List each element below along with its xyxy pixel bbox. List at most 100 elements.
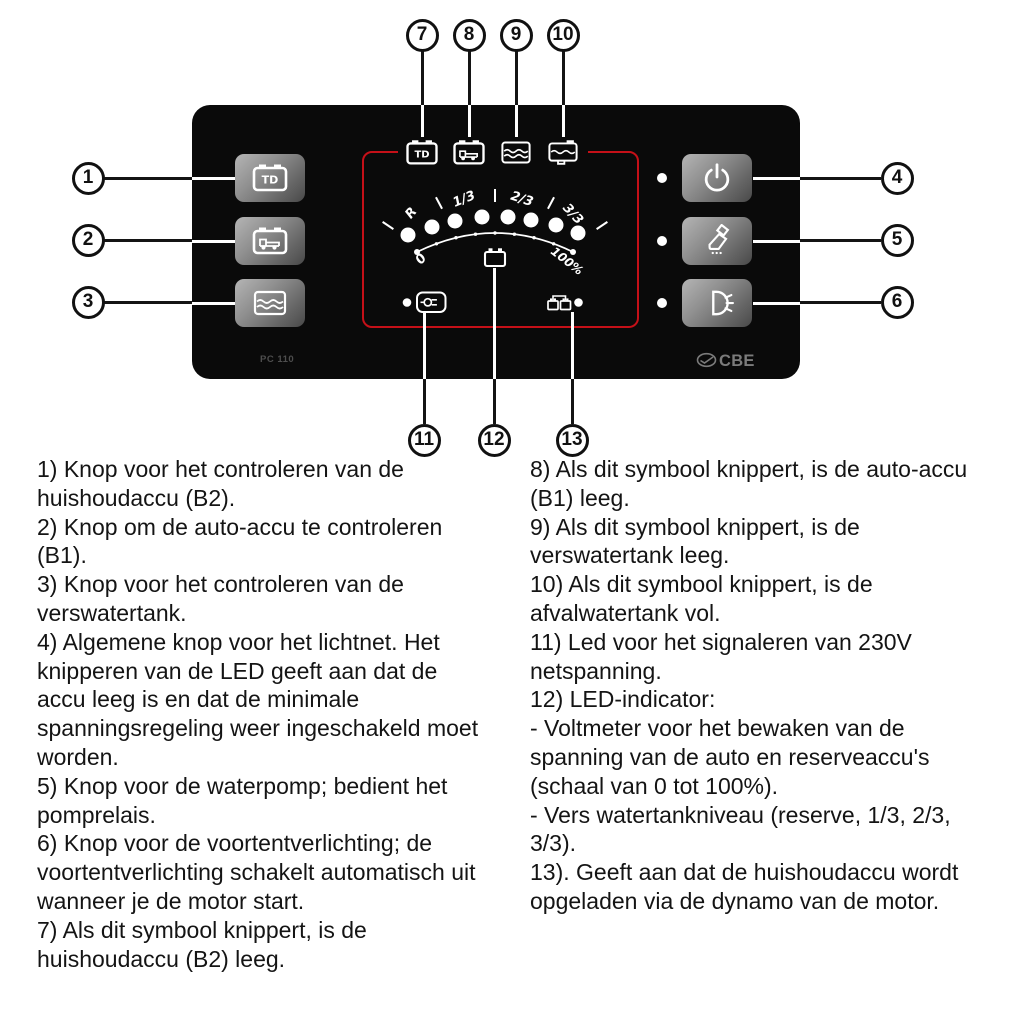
model-label: PC 110 [260,354,295,365]
callout-line [561,51,565,106]
legend-line: verswatertank leeg. [530,542,730,569]
water-pump-icon [708,224,730,255]
legend-line: wanneer je de motor start. [37,887,305,914]
gauge-arc [416,232,574,253]
water-pump-button[interactable] [682,217,752,265]
power-button[interactable] [682,154,752,202]
callout-line [571,312,574,379]
gauge-label-23: 2/3 [509,189,535,210]
callout-line [492,378,496,424]
callout-line [493,268,496,379]
legend-line: 11) Led voor het signaleren van 230V [530,628,912,655]
household-battery-button[interactable]: TD [235,154,305,202]
callout-line [104,238,193,242]
legend-line: pomprelais. [37,801,156,828]
legend-line: opgeladen via de dynamo van de motor. [530,887,940,914]
legend-line: spanning van de auto en reserveaccu's [530,743,930,770]
fresh-water-tank-icon [253,290,287,316]
battery-charging-led [574,298,583,307]
led-voltmeter-gauge: R 1/3 2/3 3/3 0 100% [382,188,608,313]
legend-column-right: 8) Als dit symbool knippert, is de auto-… [530,455,1022,916]
callout-line [799,300,881,304]
brand-logo: CBE [696,349,762,376]
legend-line: knipperen van de LED geeft aan dat de [37,657,438,684]
legend-line: 6) Knop voor de voortentverlichting; de [37,830,433,857]
household-battery-warning-icon: TD [403,138,441,172]
gauge-led-dots [400,209,586,243]
legend-line: 1) Knop voor het controleren van de [37,456,404,482]
legend-line: 2) Knop om de auto-accu te controleren [37,513,443,540]
callout-line [468,105,471,137]
callout-line [562,105,565,137]
legend-line: 3) Knop voor het controleren van de [37,571,404,598]
household-battery-icon: TD [252,164,288,192]
light-led [657,298,667,308]
legend-line: netspanning. [530,657,662,684]
legend-line: 4) Algemene knop voor het lichtnet. Het [37,628,440,655]
legend-line: afvalwatertank vol. [530,599,721,626]
callout-7: 7 [405,18,439,52]
legend-line: voortentverlichting schakelt automatisch… [37,859,476,886]
callout-line [753,177,800,180]
fresh-water-button[interactable] [235,279,305,327]
battery-indicator-icon [483,248,507,268]
legend-line: 12) LED-indicator: [530,686,716,713]
callout-line [104,176,193,180]
callout-10: 10 [546,18,580,52]
svg-text:TD: TD [262,174,279,187]
callout-line [799,238,881,242]
legend-line: 13). Geeft aan dat de huishoudaccu wordt [530,859,959,886]
callout-line [753,302,800,305]
brand-text: CBE [719,352,755,370]
legend-line: (schaal van 0 tot 100%). [530,772,779,799]
callout-12: 12 [477,423,511,457]
callout-line [192,302,235,305]
callout-line [423,312,426,379]
callout-line [799,176,881,180]
mains-230v-icon [416,291,447,313]
legend-line: worden. [37,743,119,770]
callout-line [422,378,426,424]
legend-line: huishoudaccu (B2). [37,484,236,511]
callout-line [570,378,574,424]
callout-line [420,51,424,106]
legend-line: 10) Als dit symbool knippert, is de [530,571,873,598]
legend-line: 5) Knop voor de waterpomp; bedient het [37,772,448,799]
gauge-label-13: 1/3 [451,188,478,210]
vehicle-battery-button[interactable] [235,217,305,265]
callout-line [514,51,518,106]
callout-line [515,105,518,137]
power-led [657,173,667,183]
callout-2: 2 [71,223,105,257]
legend-line: - Voltmeter voor het bewaken van de [530,715,905,742]
legend-line: (B1) leeg. [530,484,630,511]
callout-11: 11 [407,423,441,457]
callout-line [421,105,424,137]
legend-line: spanningsregeling weer ingeschakeld moet [37,715,479,742]
callout-8: 8 [452,18,486,52]
mains-230v-led [402,298,412,307]
callout-line [192,240,235,243]
callout-line [753,240,800,243]
callout-9: 9 [499,18,533,52]
vehicle-battery-icon [252,227,288,255]
gauge-label-min: 0 [413,251,430,267]
cbe-bird-icon [696,352,717,368]
legend-line: accu leeg is en dat de minimale [37,686,360,713]
pump-led [657,236,667,246]
callout-line [192,177,235,180]
waste-water-warning-icon [544,138,582,172]
awning-light-button[interactable] [682,279,752,327]
legend-line: - Vers watertankniveau (reserve, 1/3, 2/… [530,801,951,828]
callout-6: 6 [880,285,914,319]
callout-4: 4 [880,161,914,195]
control-panel: TD [192,105,800,379]
callout-1: 1 [71,161,105,195]
power-icon [704,163,730,192]
gauge-label-reserve: R [402,205,420,222]
callout-5: 5 [880,223,914,257]
fresh-water-warning-icon [497,138,535,172]
callout-3: 3 [71,285,105,319]
